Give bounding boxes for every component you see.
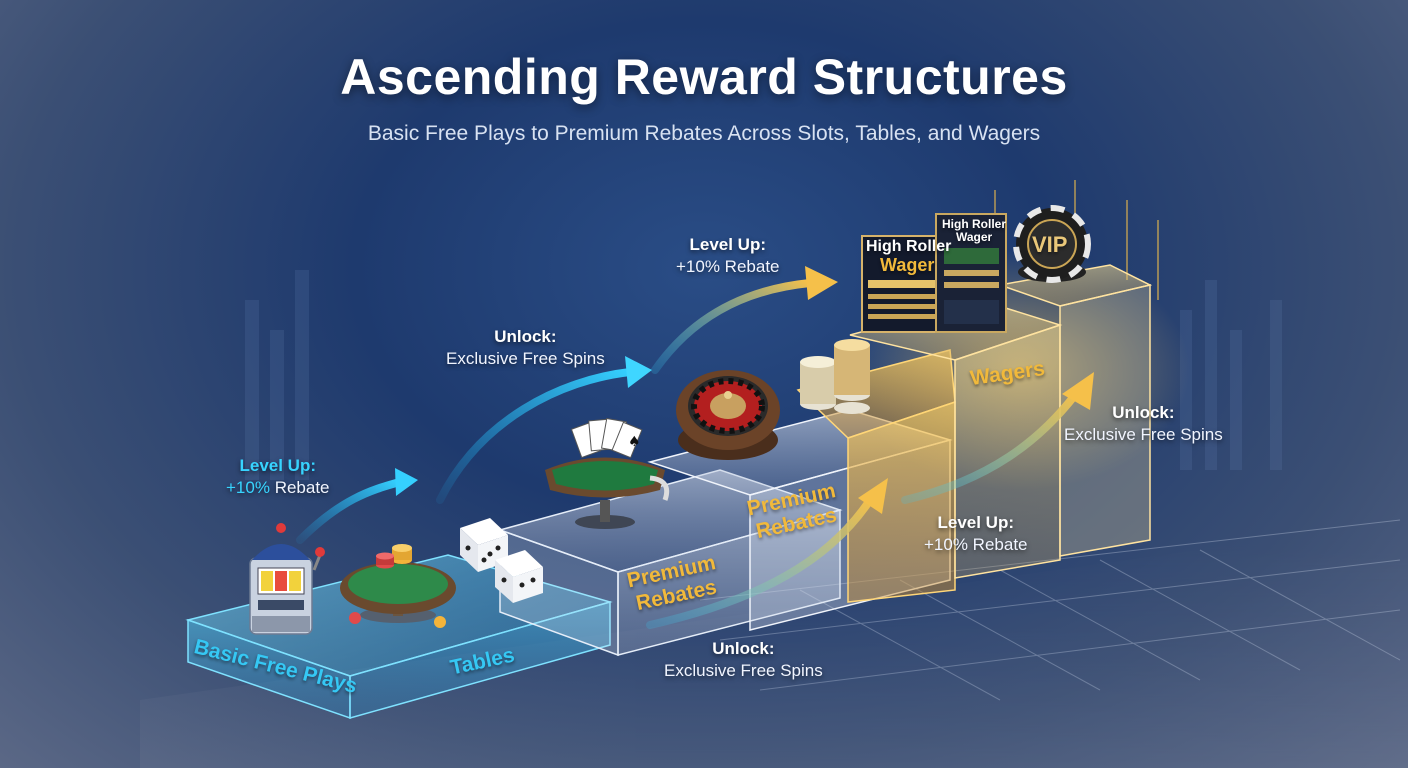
flow-label-body: +10% Rebate xyxy=(924,535,1028,554)
blackjack-table-icon: ♠ xyxy=(545,417,670,529)
sign2-line1: High Roller xyxy=(942,217,1007,231)
flow-label-body: Exclusive Free Spins xyxy=(664,661,823,680)
step-vip xyxy=(997,264,1153,557)
flow-label-head: Level Up: xyxy=(689,235,767,254)
sign2-line2: Wager xyxy=(956,230,993,244)
vip-label: VIP xyxy=(1032,232,1068,257)
flow-label-head: Level Up: xyxy=(239,456,317,475)
flow-label-head: Unlock: xyxy=(712,639,775,658)
arrow-level-up-3 xyxy=(901,372,1094,504)
flow-label-body: Exclusive Free Spins xyxy=(446,349,605,368)
flow-label-head: Level Up: xyxy=(937,513,1015,532)
flow-label-level-up-3: Level Up: +10% Rebate xyxy=(924,512,1028,556)
flow-label-suffix: Rebate xyxy=(274,478,330,497)
flow-label-unlock-3: Unlock: Exclusive Free Spins xyxy=(1064,402,1223,446)
flow-label-body: +10% Rebate xyxy=(676,257,780,276)
playing-cards-icon: ♠ xyxy=(570,417,643,459)
sign-line2: Wager xyxy=(880,255,935,275)
page-subtitle: Basic Free Plays to Premium Rebates Acro… xyxy=(367,122,1041,145)
page-title: Ascending Reward Structures xyxy=(340,49,1068,105)
chip-stacks-icon xyxy=(800,339,870,414)
flow-label-head: Unlock: xyxy=(1112,403,1175,422)
slot-machine-icon xyxy=(249,523,325,635)
high-roller-sign-2 xyxy=(935,213,1007,333)
background-bars xyxy=(245,270,1282,480)
sign-line1: High Roller xyxy=(866,238,952,255)
arrow-unlock-1 xyxy=(436,356,652,504)
flow-label-percent: +10% xyxy=(226,478,270,497)
arrow-unlock-2 xyxy=(646,478,888,629)
arrow-level-up-1 xyxy=(296,468,418,544)
vip-chip-icon xyxy=(1013,205,1091,283)
flow-label-body: +10% Rebate xyxy=(226,477,330,499)
dice-icon xyxy=(460,518,543,603)
poker-table-icon xyxy=(340,544,456,628)
flow-label-unlock-2: Unlock: Exclusive Free Spins xyxy=(664,638,823,682)
svg-text:♠: ♠ xyxy=(628,434,641,450)
chip-stack-icon xyxy=(376,544,412,569)
arrow-level-up-2 xyxy=(651,266,838,374)
flow-label-head: Unlock: xyxy=(494,327,557,346)
flow-label-level-up-2: Level Up: +10% Rebate xyxy=(676,234,780,278)
flow-label-body: Exclusive Free Spins xyxy=(1064,425,1223,444)
floor-grid xyxy=(140,519,1408,768)
flow-label-unlock-1: Unlock: Exclusive Free Spins xyxy=(446,326,605,370)
roulette-wheel-icon xyxy=(676,370,780,460)
flow-label-level-up-1: Level Up: +10% Rebate xyxy=(226,455,330,499)
